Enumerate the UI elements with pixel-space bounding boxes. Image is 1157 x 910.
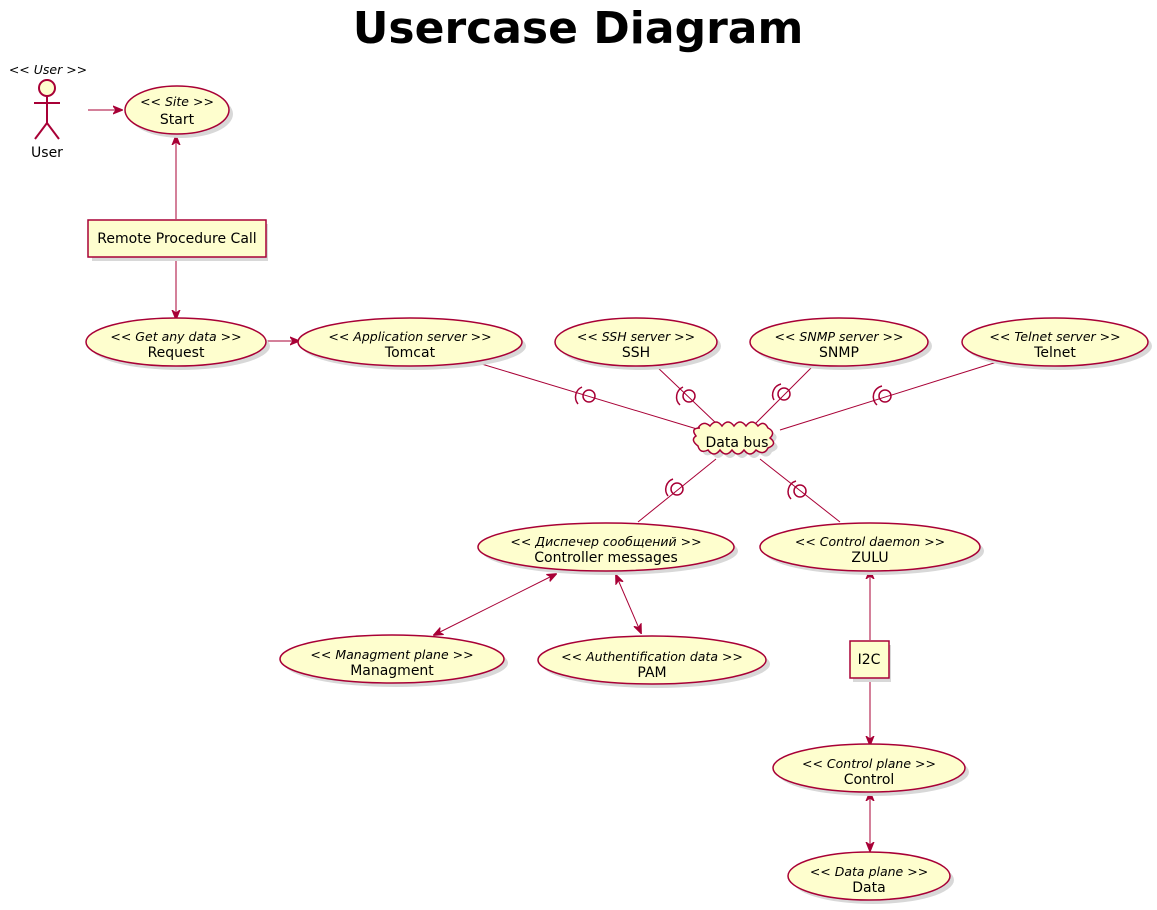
usecase-name: ZULU [851, 550, 888, 566]
interface-socket-zulu [787, 480, 807, 500]
usecase-stereotype: << Data plane >> [810, 864, 928, 879]
usecase-tomcat[interactable]: << Application server >> Tomcat [297, 317, 526, 370]
usecase-stereotype: << Control plane >> [802, 756, 936, 771]
usecase-stereotype: << Authentification data >> [561, 649, 743, 664]
box-remote-procedure-call[interactable]: Remote Procedure Call [87, 219, 268, 261]
usecase-ssh[interactable]: << SSH server >> SSH [554, 317, 721, 370]
usecase-managment[interactable]: << Managment plane >> Managment [279, 634, 508, 687]
usecase-stereotype: << Telnet server >> [989, 329, 1120, 344]
usecase-name: SSH [622, 345, 650, 361]
edge-databus-zulu [759, 458, 841, 523]
usecase-name: Tomcat [384, 345, 436, 361]
usecase-start[interactable]: << Site >> Start [124, 85, 233, 138]
usecase-request[interactable]: << Get any data >> Request [85, 317, 270, 370]
edge-controller-managment [434, 574, 556, 635]
usecase-name: Managment [350, 663, 434, 679]
usecase-data[interactable]: << Data plane >> Data [787, 851, 954, 904]
usecase-snmp[interactable]: << SNMP server >> SNMP [749, 317, 932, 370]
actor-left-leg [34, 122, 48, 140]
usecase-stereotype: << Control daemon >> [795, 534, 945, 549]
usecase-stereotype: << SNMP server >> [775, 329, 904, 344]
usecase-control[interactable]: << Control plane >> Control [772, 743, 969, 796]
edge-databus-controller [637, 458, 717, 523]
usecase-name: Start [160, 112, 195, 128]
actor-user[interactable]: << User >> User [9, 62, 87, 161]
interface-socket-snmp [771, 383, 791, 401]
cloud-label: Data bus [706, 435, 769, 451]
actor-right-leg [46, 122, 60, 140]
interface-socket-controller [665, 478, 684, 497]
usecase-telnet[interactable]: << Telnet server >> Telnet [961, 317, 1152, 370]
box-i2c[interactable]: I2C [849, 640, 891, 682]
usecase-zulu[interactable]: << Control daemon >> ZULU [759, 522, 984, 575]
usecase-stereotype: << Get any data >> [110, 329, 241, 344]
edge-ssh-databus [654, 364, 719, 426]
usecase-stereotype: << Site >> [140, 94, 214, 109]
usecase-name: PAM [637, 665, 666, 681]
usecase-name: Telnet [1033, 345, 1076, 361]
usecase-pam[interactable]: << Authentification data >> PAM [537, 635, 770, 688]
interface-socket-ssh [675, 386, 696, 406]
usecase-stereotype: << Application server >> [328, 329, 491, 344]
edge-tomcat-databus [474, 361, 698, 430]
usecase-name: Data [852, 880, 885, 896]
edge-telnet-databus [779, 361, 998, 431]
usecase-stereotype: << Managment plane >> [310, 647, 473, 662]
box-label: Remote Procedure Call [97, 231, 256, 247]
cloud-data-bus[interactable]: Data bus [692, 421, 778, 458]
usecase-controller-messages[interactable]: << Диспечер сообщений >> Controller mess… [477, 522, 738, 575]
usecase-name: Request [148, 345, 205, 361]
usecase-name: Control [844, 772, 895, 788]
usecase-name: SNMP [819, 345, 859, 361]
diagram-title: Usercase Diagram [353, 3, 804, 54]
interface-socket-telnet [872, 385, 892, 406]
edge-controller-pam [616, 575, 641, 633]
interface-socket-tomcat [574, 386, 596, 405]
box-label: I2C [858, 652, 881, 668]
actor-head [38, 79, 56, 97]
usecase-stereotype: << SSH server >> [577, 329, 695, 344]
actor-stereotype: << User >> [9, 62, 87, 77]
edge-snmp-databus [752, 363, 816, 427]
actor-name: User [31, 145, 63, 161]
usecase-name: Controller messages [534, 550, 678, 566]
usecase-stereotype: << Диспечер сообщений >> [510, 534, 701, 549]
